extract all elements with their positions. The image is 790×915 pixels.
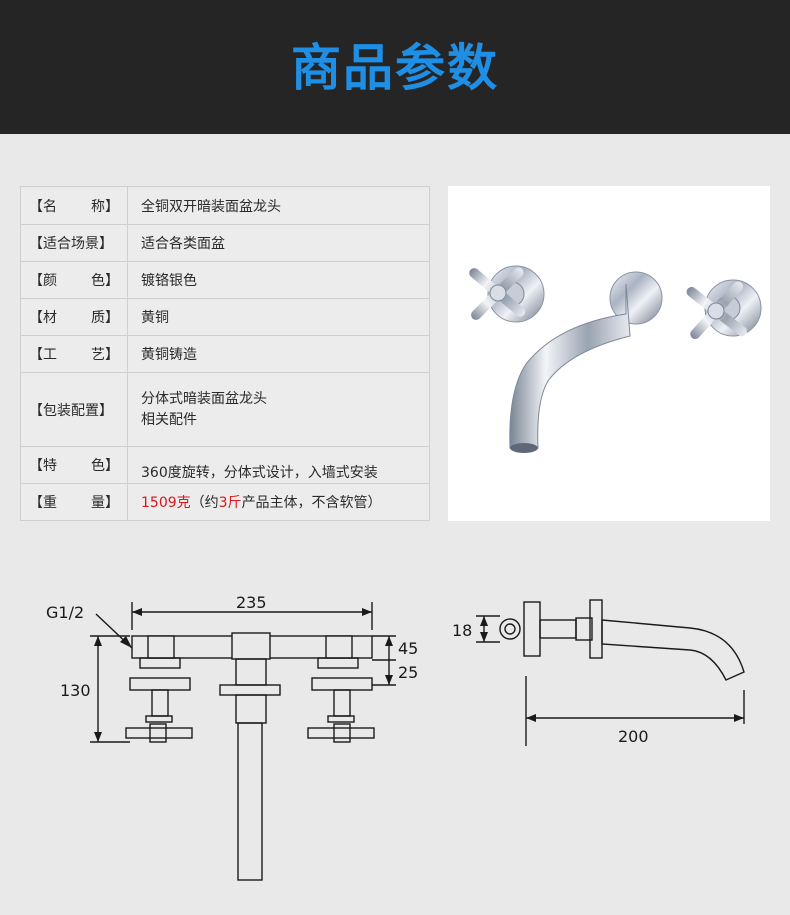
width-dimension: 235 (236, 593, 267, 612)
spec-value: 黄铜 (127, 298, 430, 336)
spout-length-dimension: 200 (618, 727, 649, 746)
table-row: 【适合场景】 适合各类面盆 (20, 224, 430, 262)
spec-value-line: 相关配件 (141, 411, 197, 428)
table-row: 【工艺】 黄铜铸造 (20, 335, 430, 373)
spec-label: 【适合场景】 (20, 224, 128, 262)
faucet-illustration (469, 265, 762, 453)
table-row: 【重量】 1509克（约3斤产品主体，不含软管） (20, 483, 430, 521)
table-row: 【材质】 黄铜 (20, 298, 430, 336)
spec-value: 黄铜铸造 (127, 335, 430, 373)
spec-label: 【特色】 (20, 446, 128, 484)
side-height-dimension: 18 (452, 621, 472, 640)
header-banner: 商品参数 (0, 0, 790, 134)
thread-label: G1/2 (46, 603, 84, 622)
spec-label: 【名称】 (20, 186, 128, 225)
table-row: 【包装配置】 分体式暗装面盆龙头 相关配件 (20, 372, 430, 447)
spec-value: 镀铬银色 (127, 261, 430, 299)
table-row: 【颜色】 镀铬银色 (20, 261, 430, 299)
spec-label: 【重量】 (20, 483, 128, 521)
spec-label: 【工艺】 (20, 335, 128, 373)
spec-value-line: 分体式暗装面盆龙头 (141, 390, 267, 407)
second-height-dimension: 25 (398, 663, 418, 682)
spec-value: 分体式暗装面盆龙头 相关配件 (127, 372, 430, 447)
spec-label: 【颜色】 (20, 261, 128, 299)
product-photo (448, 186, 770, 521)
top-height-dimension: 45 (398, 639, 418, 658)
spec-label: 【包装配置】 (20, 372, 128, 447)
table-row: 【特色】 360度旋转，分体式设计，入墙式安装 (20, 446, 430, 484)
spec-value: 适合各类面盆 (127, 224, 430, 262)
spec-value: 1509克（约3斤产品主体，不含软管） (127, 483, 430, 521)
page-title: 商品参数 (291, 39, 499, 97)
height-dimension: 130 (60, 681, 91, 700)
spec-label: 【材质】 (20, 298, 128, 336)
spec-table: 【名称】 全铜双开暗装面盆龙头 【适合场景】 适合各类面盆 【颜色】 镀铬银色 … (20, 186, 430, 521)
